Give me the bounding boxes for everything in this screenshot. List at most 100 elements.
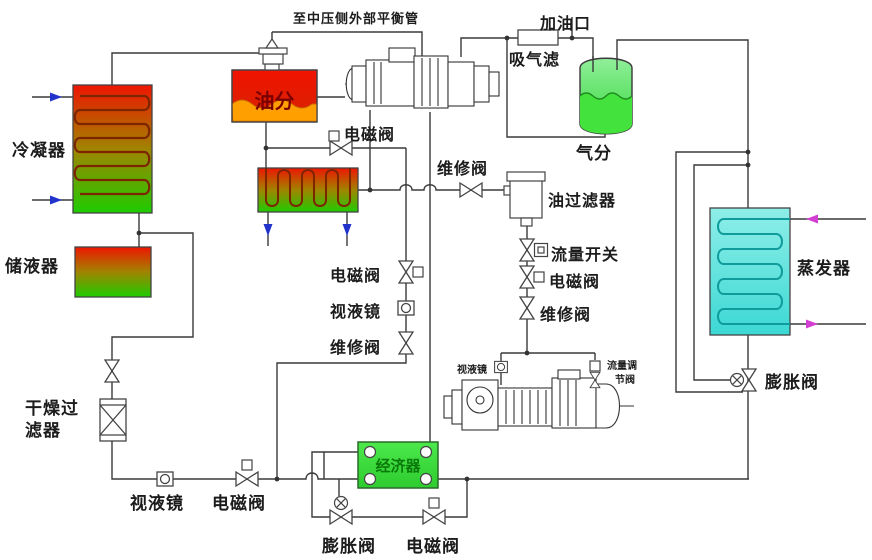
pipe-receiver-outlet <box>111 213 194 399</box>
compressor-1 <box>345 47 500 109</box>
pipe-economizer-branch <box>311 451 468 518</box>
label-solenoid-4: 电磁阀 <box>212 494 266 513</box>
label-sight-glass-2: 视液镜 <box>130 494 184 513</box>
pipe-junctions <box>136 35 751 482</box>
expansion-valve-bulb <box>729 372 745 388</box>
expansion-valve-bulb <box>333 495 349 511</box>
suction-filter <box>517 29 559 46</box>
sight-glass-injection <box>397 300 415 316</box>
economizer-port <box>363 472 377 486</box>
label-oil-filter: 油过滤器 <box>548 193 617 210</box>
solenoid-valve-oil-column <box>519 265 535 289</box>
solenoid-coil-box <box>428 497 440 509</box>
pipe-oil-line <box>358 184 509 191</box>
sight-glass-compressor2 <box>494 360 508 374</box>
oil-cooler <box>257 167 359 213</box>
label-service-valve-3: 维修阀 <box>330 340 382 357</box>
solenoid-coil-box <box>328 130 340 142</box>
service-valve-oil-column <box>519 296 535 320</box>
label-balance-pipe: 至中压侧外部平衡管 <box>293 11 420 26</box>
junction <box>745 149 751 155</box>
junction <box>136 230 142 236</box>
label-receiver: 储液器 <box>5 257 59 276</box>
sight-glass-main <box>156 471 174 487</box>
pipe-main-liquid-line <box>111 441 749 480</box>
pipe-txv-bulb <box>693 164 748 381</box>
label-oil-separator: 油分 <box>254 91 295 113</box>
service-valve-injection <box>398 331 414 355</box>
condenser-coil <box>73 94 151 196</box>
label-solenoid-2: 电磁阀 <box>549 274 601 291</box>
oil-separator <box>231 69 318 123</box>
economizer-port <box>419 472 433 486</box>
water-arrow-blue <box>263 224 273 236</box>
pipe-evaporator-suction <box>616 39 749 208</box>
label-expansion-valve-1: 膨胀阀 <box>765 373 819 392</box>
compressor-2 <box>443 369 634 431</box>
junction <box>464 476 470 482</box>
label-expansion-valve-2: 膨胀阀 <box>322 537 376 556</box>
oil-cooler-coil <box>265 168 351 207</box>
water-arrow-blue <box>50 92 62 102</box>
label-sight-glass-3: 视液镜 <box>457 365 487 376</box>
junction <box>274 476 280 482</box>
label-service-valve-2: 维修阀 <box>540 307 592 324</box>
solenoid-coil-box <box>533 271 545 283</box>
solenoid-coil-box <box>412 266 424 278</box>
pipe-liquid-injection-column <box>276 148 407 479</box>
water-arrow-pink <box>806 214 818 224</box>
solenoid-valve-injection <box>398 260 414 284</box>
gas-separator-wave <box>579 92 633 100</box>
label-dry-filter-1: 干燥过 <box>25 399 79 418</box>
water-arrows <box>50 92 818 329</box>
receiver <box>74 246 152 298</box>
water-arrow-pink <box>806 319 818 329</box>
label-solenoid-bypass: 电磁阀 <box>344 127 396 144</box>
solenoid-valve-economizer <box>422 509 446 525</box>
solenoid-valve-main <box>235 471 259 487</box>
junction <box>263 145 269 151</box>
water-arrow-blue <box>50 195 62 205</box>
label-condenser: 冷凝器 <box>12 141 66 160</box>
economizer-port <box>363 445 377 459</box>
flow-switch-valve <box>519 238 535 262</box>
gas-separator-liquid <box>580 93 632 134</box>
label-oil-fill-port: 加油口 <box>540 16 592 33</box>
junction <box>367 187 373 193</box>
oil-filter <box>503 171 546 227</box>
expansion-valve-economizer <box>329 509 353 525</box>
label-evaporator: 蒸发器 <box>797 259 851 278</box>
service-valve-oil-line <box>459 182 483 198</box>
water-arrow-blue <box>342 224 352 236</box>
label-dry-filter-2: 滤器 <box>25 421 61 440</box>
solenoid-coil-box <box>241 459 253 471</box>
junction <box>524 350 530 356</box>
economizer <box>357 441 439 489</box>
label-solenoid-3: 电磁阀 <box>330 268 382 285</box>
junction <box>504 35 510 41</box>
junction <box>569 35 575 41</box>
label-service-valve-1: 维修阀 <box>437 161 489 178</box>
junction <box>745 162 751 168</box>
label-flow-regulating-1: 流量调 <box>607 361 637 372</box>
condenser <box>72 84 153 214</box>
label-solenoid-5: 电磁阀 <box>406 537 460 556</box>
dry-filter <box>99 398 127 442</box>
flow-regulating-valve-box <box>589 360 601 372</box>
label-economizer: 经济器 <box>375 458 421 475</box>
pipe-cooler-water-stubs <box>267 212 348 246</box>
flow-switch-box <box>533 242 549 258</box>
pipe-txv-equalizer <box>675 151 748 393</box>
evaporator <box>709 207 791 336</box>
oil-wave <box>231 99 318 122</box>
label-suction-filter: 吸气滤 <box>509 52 561 69</box>
balance-valve <box>258 37 288 71</box>
label-sight-glass-1: 视液镜 <box>330 304 382 321</box>
gas-separator <box>579 56 633 135</box>
pipe-evaporator-water-stubs <box>790 218 866 325</box>
economizer-port <box>419 445 433 459</box>
manual-valve-receiver <box>104 359 120 383</box>
label-flow-switch: 流量开关 <box>551 247 620 264</box>
